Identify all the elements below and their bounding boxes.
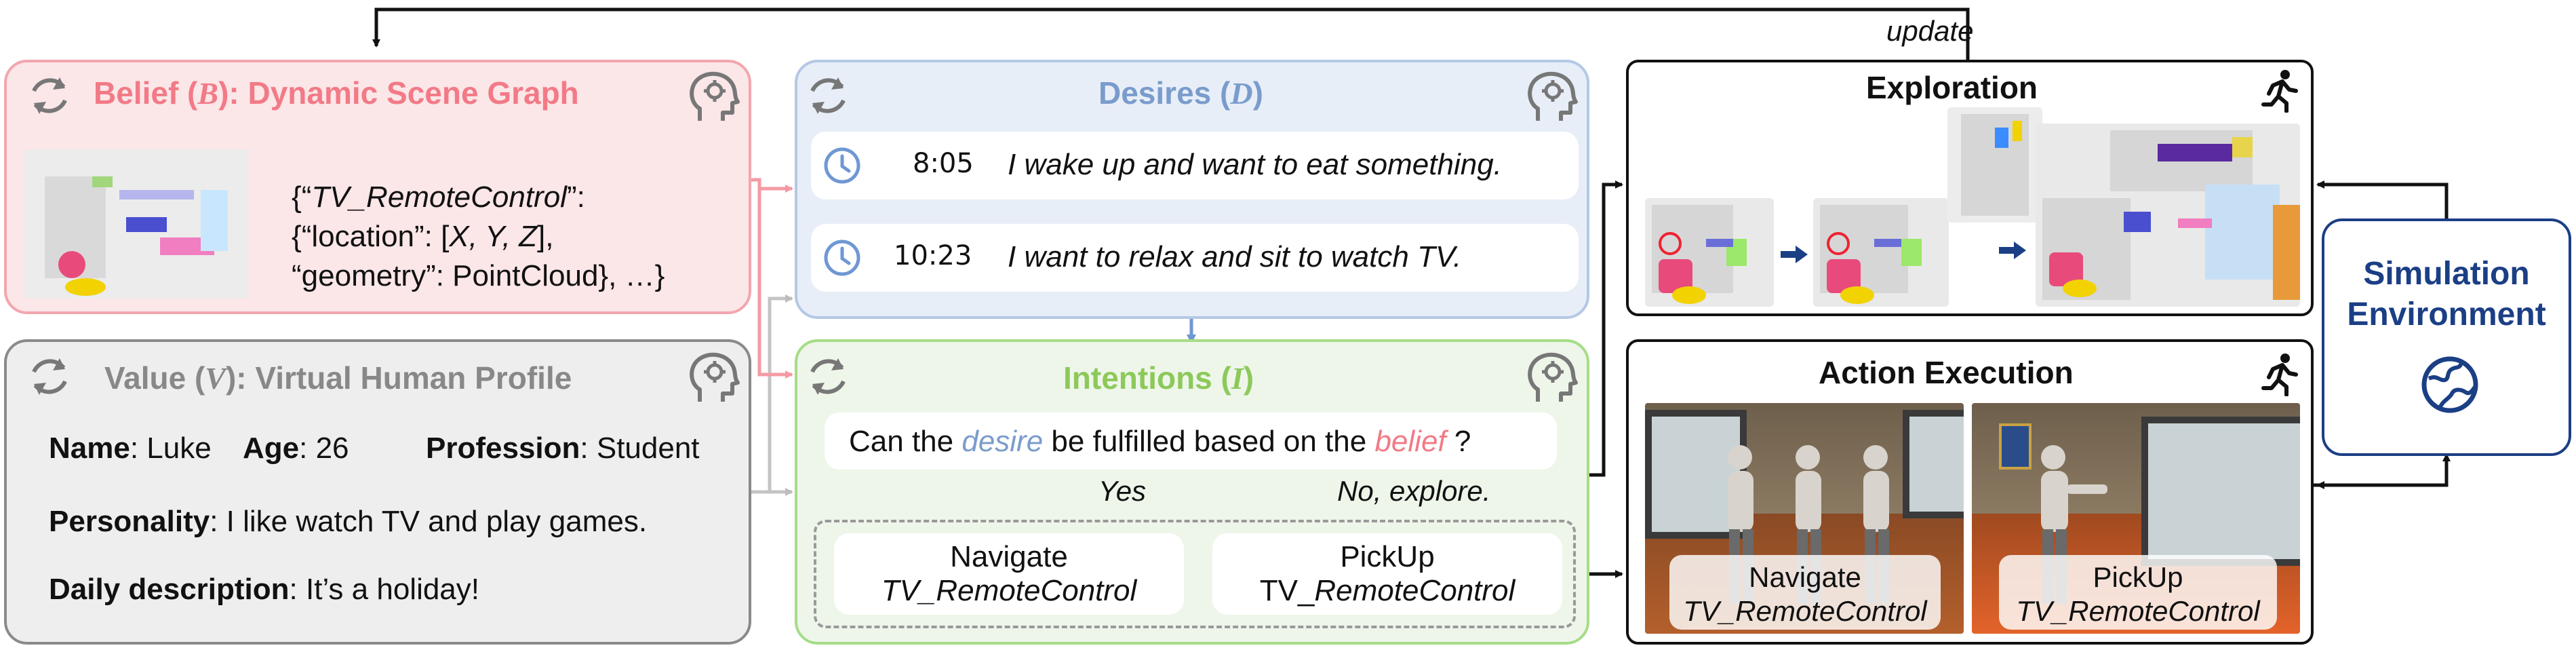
exploration-title: Exploration: [1866, 70, 2038, 105]
belief-to-intentions-connector: [757, 189, 793, 379]
desire-time: 8:05: [913, 148, 974, 179]
refresh-icon: [32, 358, 67, 395]
intention-question-text: Can the desire be fulfilled based on the…: [849, 425, 1471, 458]
profile-profession: Profession: Student: [426, 432, 700, 465]
desires-title: Desires (D): [1098, 75, 1263, 111]
arrow-right-icon: [1999, 242, 2026, 259]
profile-age: Age: 26: [243, 432, 349, 465]
desire-time: 10:23: [894, 240, 972, 271]
clock-icon: [824, 147, 860, 184]
desires-panel: Desires (D) 8:05 I wake up and want to e…: [795, 60, 1589, 319]
no-explore-label: No, explore.: [1337, 475, 1491, 507]
yes-label: Yes: [1098, 475, 1147, 507]
profile-name: Name: Luke: [49, 432, 212, 465]
intention-question: Can the desire be fulfilled based on the…: [825, 413, 1557, 470]
belief-scene-graph-json: {“TV_RemoteControl”: {“location”: [X, Y,…: [292, 180, 665, 292]
profile-daily-description: Daily description: It’s a holiday!: [49, 573, 480, 606]
value-title: Value (V): Virtual Human Profile: [104, 360, 572, 396]
desire-item: 8:05 I wake up and want to eat something…: [811, 132, 1579, 199]
exploration-map-step-2: [1813, 198, 1949, 307]
action-navigate-card: Navigate TV_RemoteControl: [834, 533, 1184, 615]
sim-to-execution-connector: [2305, 453, 2451, 487]
execution-scene-navigate: Navigate TV_RemoteControl: [1645, 403, 1964, 634]
intentions-title: Intentions (I): [1063, 360, 1254, 396]
refresh-icon: [810, 77, 846, 114]
action-pickup-card: PickUp TV_RemoteControl: [1212, 533, 1562, 615]
exploration-map-step-1: [1645, 198, 1774, 307]
execution-scene-pickup: PickUp TV_RemoteControl: [1972, 403, 2300, 634]
head-gear-icon: [690, 71, 740, 121]
simulation-environment-box: Simulation Environment: [2322, 218, 2571, 456]
intentions-panel: Intentions (I) Can the desire be fulfill…: [795, 339, 1589, 645]
action-navigate-name: Navigate: [950, 540, 1068, 573]
exploration-map-corridor: [1947, 107, 2042, 223]
arrow-right-icon: [1781, 246, 1808, 263]
desire-text: I want to relax and sit to watch TV.: [1008, 240, 1462, 273]
head-gear-icon: [1528, 352, 1578, 402]
value-to-desires-connector: [742, 294, 793, 494]
head-gear-icon: [690, 352, 740, 402]
belief-floorplan-thumbnail: [24, 149, 248, 299]
exploration-map-step-3: [2036, 123, 2300, 307]
simulation-environment-label: Simulation Environment: [2347, 256, 2546, 332]
refresh-icon: [32, 77, 67, 114]
running-person-icon: [2261, 353, 2298, 396]
belief-panel: Belief (B): Dynamic Scene Graph {“TV_Rem…: [4, 60, 751, 314]
execution-caption-pickup: PickUp TV_RemoteControl: [1999, 555, 2277, 630]
exploration-panel: Exploration: [1626, 60, 2314, 316]
clock-icon: [824, 240, 860, 276]
update-connector: [372, 7, 1970, 60]
refresh-icon: [810, 358, 846, 395]
head-gear-icon: [1528, 71, 1578, 121]
profile-personality: Personality: I like watch TV and play ga…: [49, 505, 648, 538]
belief-to-desires-connector: [751, 178, 793, 193]
desire-item: 10:23 I want to relax and sit to watch T…: [811, 224, 1579, 292]
belief-title: Belief (B): Dynamic Scene Graph: [94, 75, 579, 111]
value-panel: Value (V): Virtual Human Profile Name: L…: [4, 339, 751, 645]
action-plan-group: Navigate TV_RemoteControl PickUp TV_Remo…: [814, 520, 1576, 628]
action-navigate-target: TV_RemoteControl: [881, 574, 1137, 607]
globe-icon: [2421, 356, 2478, 413]
action-execution-panel: Action Execution Navigate TV_RemoteContr…: [1626, 339, 2314, 645]
execution-caption-navigate: Navigate TV_RemoteControl: [1669, 555, 1941, 630]
action-execution-title: Action Execution: [1819, 355, 2074, 390]
running-person-icon: [2261, 70, 2298, 113]
action-pickup-name: PickUp: [1340, 540, 1435, 573]
desire-text: I wake up and want to eat something.: [1008, 148, 1502, 181]
action-pickup-target: TV_RemoteControl: [1259, 574, 1515, 607]
sim-to-exploration-connector: [2316, 180, 2449, 218]
update-label: update: [1886, 15, 1974, 47]
